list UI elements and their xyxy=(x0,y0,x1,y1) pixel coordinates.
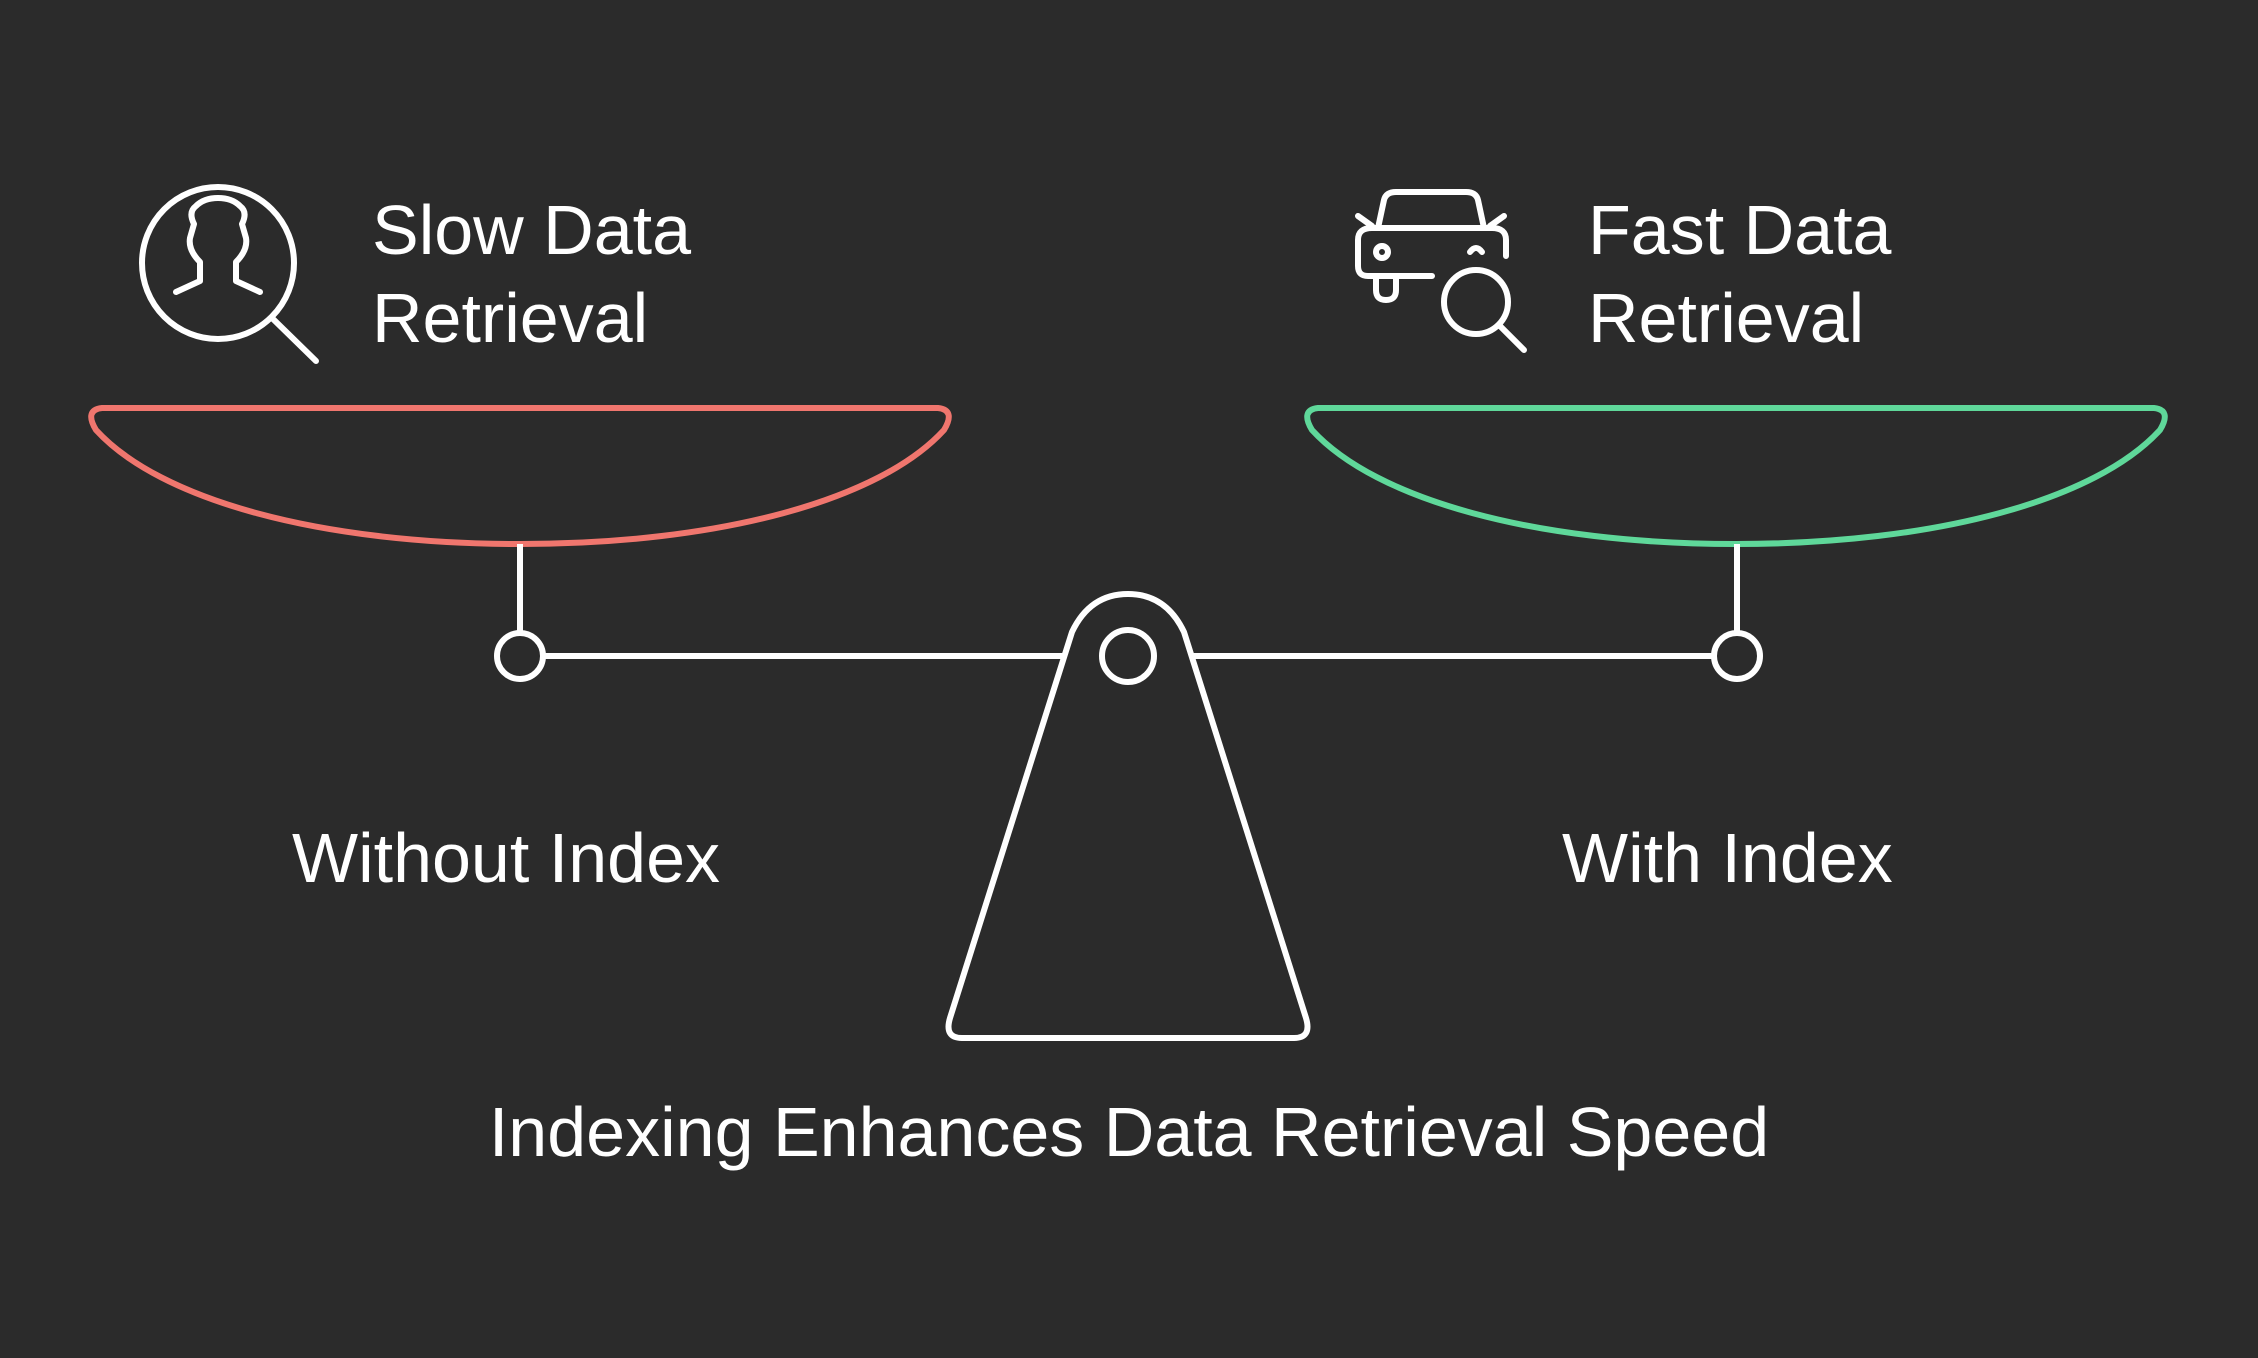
fast-retrieval-title: Fast Data Retrieval xyxy=(1588,186,1891,362)
slow-title-line1: Slow Data xyxy=(372,191,692,269)
right-scale-pan xyxy=(1304,405,2168,547)
car-search-icon xyxy=(1355,189,1527,353)
slow-retrieval-title: Slow Data Retrieval xyxy=(372,186,691,362)
left-scale-pan xyxy=(88,405,952,547)
without-index-label: Without Index xyxy=(292,819,720,897)
right-joint-circle xyxy=(1711,630,1763,682)
fast-title-line1: Fast Data xyxy=(1588,191,1892,269)
with-index-label: With Index xyxy=(1562,819,1893,897)
fulcrum-base xyxy=(945,591,1311,1041)
diagram-caption: Indexing Enhances Data Retrieval Speed xyxy=(488,1093,1770,1171)
slow-title-line2: Retrieval xyxy=(372,279,649,357)
left-joint-circle xyxy=(494,630,546,682)
person-search-icon xyxy=(139,184,319,364)
fast-title-line2: Retrieval xyxy=(1588,279,1865,357)
fulcrum-pivot-circle xyxy=(1099,627,1157,685)
